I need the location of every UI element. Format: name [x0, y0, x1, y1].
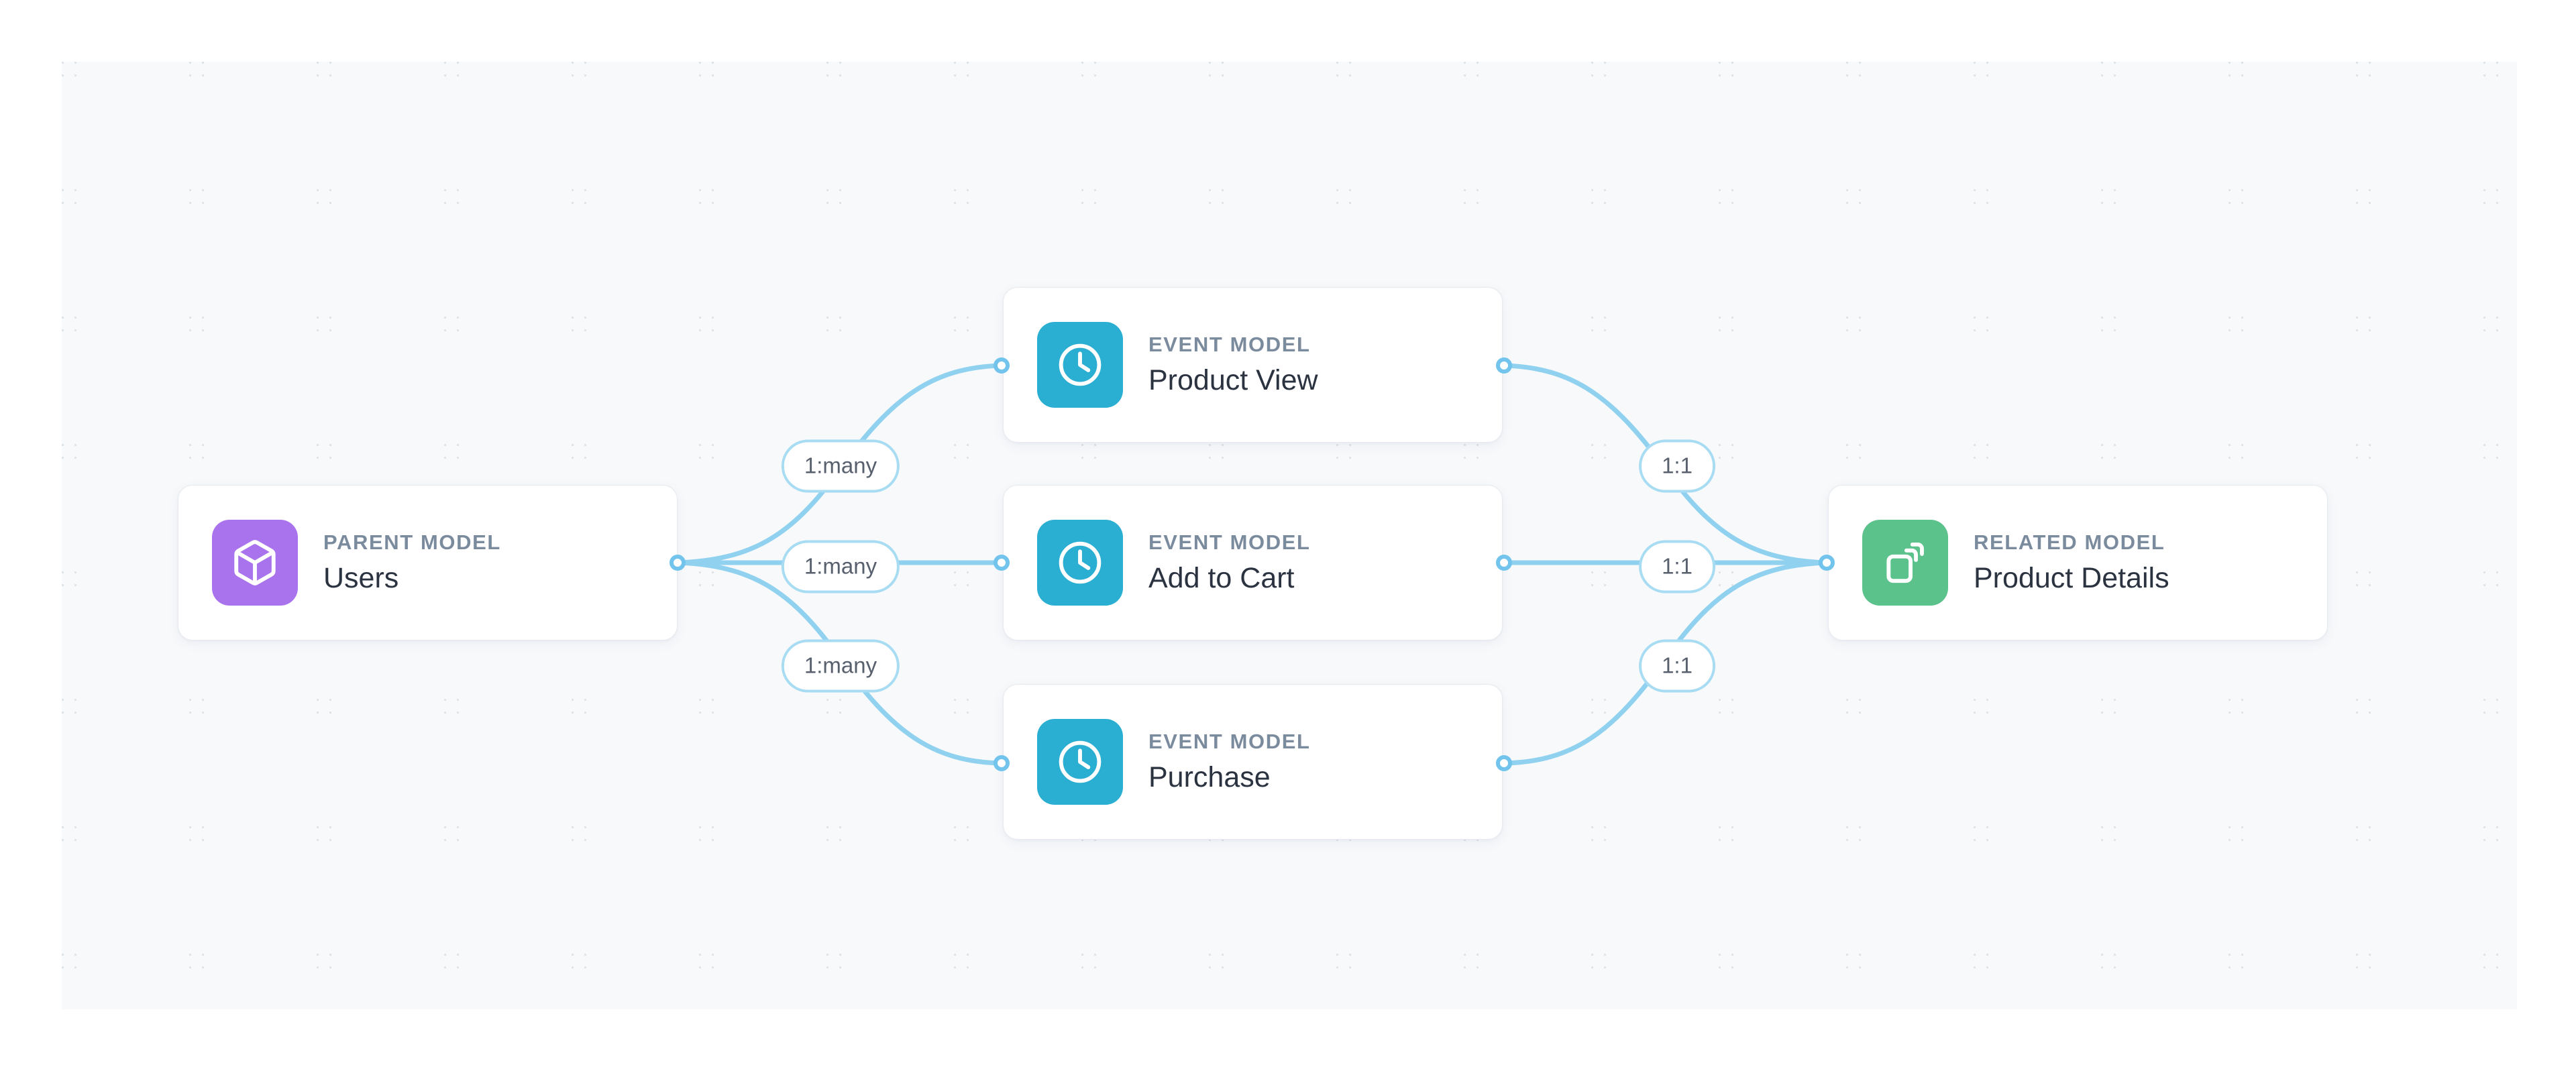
node-kind-label: RELATED MODEL [1974, 530, 2165, 555]
port-add-to-cart-left[interactable] [994, 555, 1010, 571]
cube-icon [212, 520, 298, 606]
port-product-view-right[interactable] [1496, 357, 1512, 374]
relationship-badge-product-view-product-details[interactable]: 1:1 [1639, 439, 1715, 493]
clock-icon [1037, 719, 1123, 805]
relationship-badge-purchase-product-details[interactable]: 1:1 [1639, 639, 1715, 693]
node-kind-label: PARENT MODEL [323, 530, 501, 555]
relationship-badge-users-purchase[interactable]: 1:many [781, 639, 900, 693]
node-title: Users [323, 562, 399, 595]
relationship-badge-add-to-cart-product-details[interactable]: 1:1 [1639, 540, 1715, 594]
node-text-block: EVENT MODEL Add to Cart [1148, 531, 1311, 594]
node-title: Product Details [1974, 562, 2169, 595]
port-product-view-left[interactable] [994, 357, 1010, 374]
relationship-badge-users-product-view[interactable]: 1:many [781, 439, 900, 493]
node-event-model-add-to-cart[interactable]: EVENT MODEL Add to Cart [1003, 485, 1503, 640]
node-text-block: PARENT MODEL Users [323, 531, 501, 594]
clock-icon [1037, 520, 1123, 606]
node-title: Purchase [1148, 761, 1271, 794]
node-text-block: RELATED MODEL Product Details [1974, 531, 2169, 594]
port-add-to-cart-right[interactable] [1496, 555, 1512, 571]
node-text-block: EVENT MODEL Product View [1148, 333, 1318, 396]
node-related-model-product-details[interactable]: RELATED MODEL Product Details [1828, 485, 2328, 640]
layers-icon [1862, 520, 1948, 606]
node-kind-label: EVENT MODEL [1148, 530, 1311, 555]
node-event-model-product-view[interactable]: EVENT MODEL Product View [1003, 287, 1503, 443]
relationship-badge-users-add-to-cart[interactable]: 1:many [781, 540, 900, 594]
node-title: Add to Cart [1148, 562, 1295, 595]
node-kind-label: EVENT MODEL [1148, 333, 1311, 357]
port-purchase-right[interactable] [1496, 755, 1512, 771]
port-product-details-left[interactable] [1819, 555, 1835, 571]
node-parent-model-users[interactable]: PARENT MODEL Users [178, 485, 678, 640]
node-title: Product View [1148, 364, 1318, 397]
node-event-model-purchase[interactable]: EVENT MODEL Purchase [1003, 684, 1503, 840]
port-purchase-left[interactable] [994, 755, 1010, 771]
port-users-right[interactable] [669, 555, 686, 571]
node-kind-label: EVENT MODEL [1148, 730, 1311, 754]
clock-icon [1037, 322, 1123, 408]
node-text-block: EVENT MODEL Purchase [1148, 730, 1311, 793]
